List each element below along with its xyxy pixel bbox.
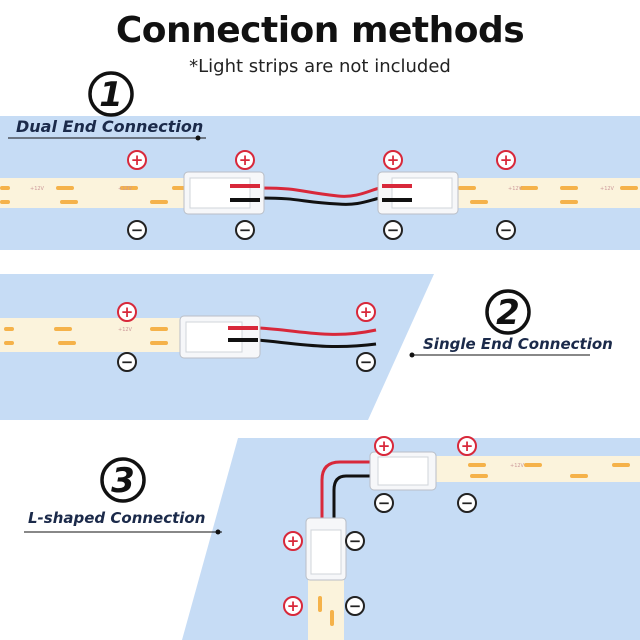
plus-symbol: + [239, 151, 252, 169]
plus-terminal-icon: + [457, 436, 477, 456]
minus-terminal-icon: − [345, 596, 365, 616]
wire-icon [257, 326, 377, 349]
minus-symbol: − [131, 221, 144, 239]
minus-terminal-icon: − [374, 493, 394, 513]
minus-symbol: − [500, 221, 513, 239]
label-l-shaped: L-shaped Connection [28, 509, 206, 527]
page-title: Connection methods [115, 10, 525, 51]
method-number-2: 2 [496, 293, 520, 333]
plus-symbol: + [287, 597, 300, 615]
label-underline-dot [409, 352, 415, 358]
label-underline-dot [195, 135, 201, 141]
plus-terminal-icon: + [383, 150, 403, 170]
strip-marking: +12V [118, 327, 133, 333]
minus-symbol: − [349, 532, 362, 550]
wire-icon [320, 460, 376, 526]
plus-symbol: + [461, 437, 474, 455]
minus-symbol: − [378, 494, 391, 512]
minus-terminal-icon: − [457, 493, 477, 513]
minus-terminal-icon: − [127, 220, 147, 240]
number-badge-icon: 3 [100, 457, 146, 503]
minus-terminal-icon: − [117, 352, 137, 372]
plus-symbol: + [378, 437, 391, 455]
connector-icon [305, 451, 437, 581]
minus-terminal-icon: − [235, 220, 255, 240]
wire-icon [261, 186, 381, 206]
minus-symbol: − [461, 494, 474, 512]
strip-marking: +12V [600, 186, 615, 192]
number-badge-icon: 2 [485, 289, 531, 335]
minus-terminal-icon: − [383, 220, 403, 240]
connector-icon [179, 315, 261, 359]
plus-symbol: + [360, 303, 373, 321]
minus-symbol: − [387, 221, 400, 239]
minus-symbol: − [239, 221, 252, 239]
plus-terminal-icon: + [235, 150, 255, 170]
strip-marking: +12V [510, 463, 525, 469]
plus-symbol: + [131, 151, 144, 169]
plus-terminal-icon: + [283, 596, 303, 616]
plus-symbol: + [500, 151, 513, 169]
minus-symbol: − [349, 597, 362, 615]
plus-terminal-icon: + [496, 150, 516, 170]
minus-terminal-icon: − [496, 220, 516, 240]
number-badge-icon: 1 [88, 71, 134, 117]
minus-terminal-icon: − [356, 352, 376, 372]
minus-symbol: − [121, 353, 134, 371]
plus-terminal-icon: + [117, 302, 137, 322]
panel-l-shaped [182, 438, 640, 640]
strip-marking: +12V [118, 186, 133, 192]
method-number-1: 1 [99, 75, 123, 115]
strip-marking: +12V [30, 186, 45, 192]
plus-terminal-icon: + [127, 150, 147, 170]
page-subtitle: *Light strips are not included [189, 56, 451, 77]
label-underline-dot [215, 529, 221, 535]
plus-symbol: + [387, 151, 400, 169]
plus-terminal-icon: + [283, 531, 303, 551]
led-strip-icon: +12V [0, 318, 186, 352]
label-dual-end: Dual End Connection [16, 117, 204, 136]
minus-terminal-icon: − [345, 531, 365, 551]
plus-terminal-icon: + [374, 436, 394, 456]
led-strip-icon: +12V +12V +12V +12V [0, 178, 640, 208]
label-single-end: Single End Connection [423, 335, 613, 353]
method-number-3: 3 [111, 461, 135, 501]
plus-symbol: + [287, 532, 300, 550]
plus-symbol: + [121, 303, 134, 321]
plus-terminal-icon: + [356, 302, 376, 322]
minus-symbol: − [360, 353, 373, 371]
led-strip-icon: +12V [308, 456, 640, 640]
strip-marking: +12V [508, 186, 523, 192]
connector-icon [183, 171, 459, 215]
